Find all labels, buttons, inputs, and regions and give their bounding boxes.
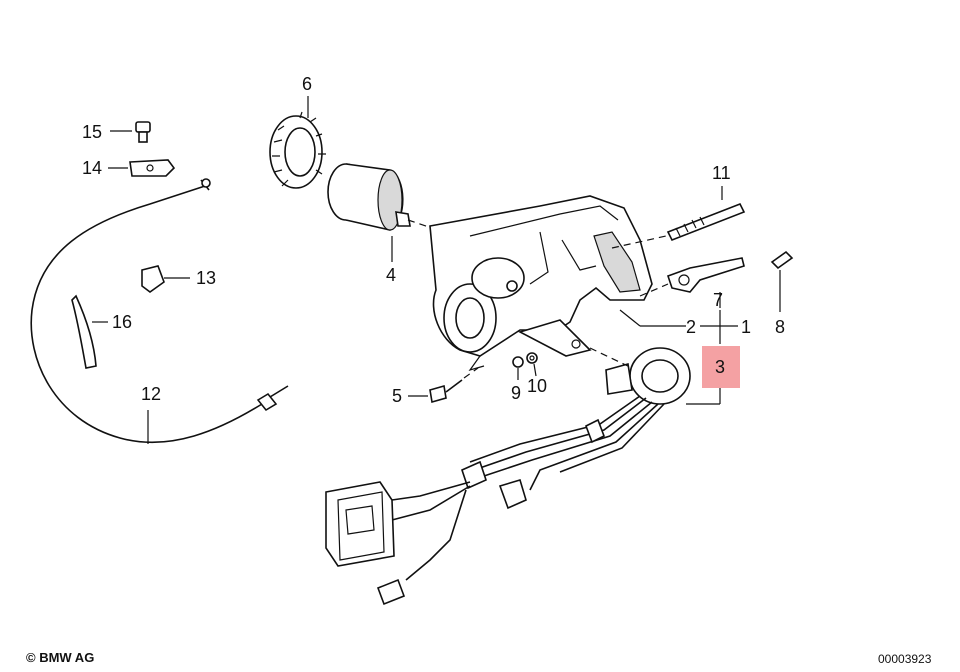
part-label-11: 11: [712, 163, 731, 183]
lock-cylinder-part-4: [327, 163, 433, 262]
part-label-12: 12: [141, 384, 162, 404]
part-label-1: 1: [741, 317, 752, 337]
part-label-16: 16: [112, 312, 133, 332]
leader-lines: [619, 309, 738, 405]
part-label-2: 2: [686, 317, 697, 337]
clip-part-14: [108, 159, 176, 177]
highlighted-part-box: [702, 346, 740, 388]
copyright-text: © BMW AG: [26, 650, 95, 665]
part-label-10: 10: [527, 376, 548, 396]
part-label-6: 6: [302, 74, 313, 94]
pin-part-11: [611, 186, 746, 249]
bracket-part-16: [71, 294, 108, 369]
part-label-3: 3: [715, 357, 726, 377]
ignition-switch-part-3: [325, 347, 691, 606]
part-label-8: 8: [775, 317, 786, 337]
bolt-part-15: [110, 121, 151, 143]
cable-part-12: [30, 178, 289, 444]
part-label-7: 7: [713, 290, 724, 310]
part-label-5: 5: [392, 386, 403, 406]
lever-part-7: [639, 257, 745, 308]
washer-part-10: [526, 352, 538, 377]
nut-part-9: [512, 356, 524, 380]
diagram-code: 00003923: [878, 652, 932, 666]
part-label-15: 15: [82, 122, 103, 142]
part-label-14: 14: [82, 158, 103, 178]
screw-part-8: [770, 250, 794, 312]
part-label-9: 9: [511, 383, 522, 403]
part-label-13: 13: [196, 268, 217, 288]
part-label-4: 4: [386, 265, 397, 285]
steering-lock-housing: [429, 195, 653, 372]
bearing-ring-part-6: [269, 96, 326, 189]
clip-part-13: [141, 265, 190, 293]
bolt-part-5: [408, 367, 479, 404]
